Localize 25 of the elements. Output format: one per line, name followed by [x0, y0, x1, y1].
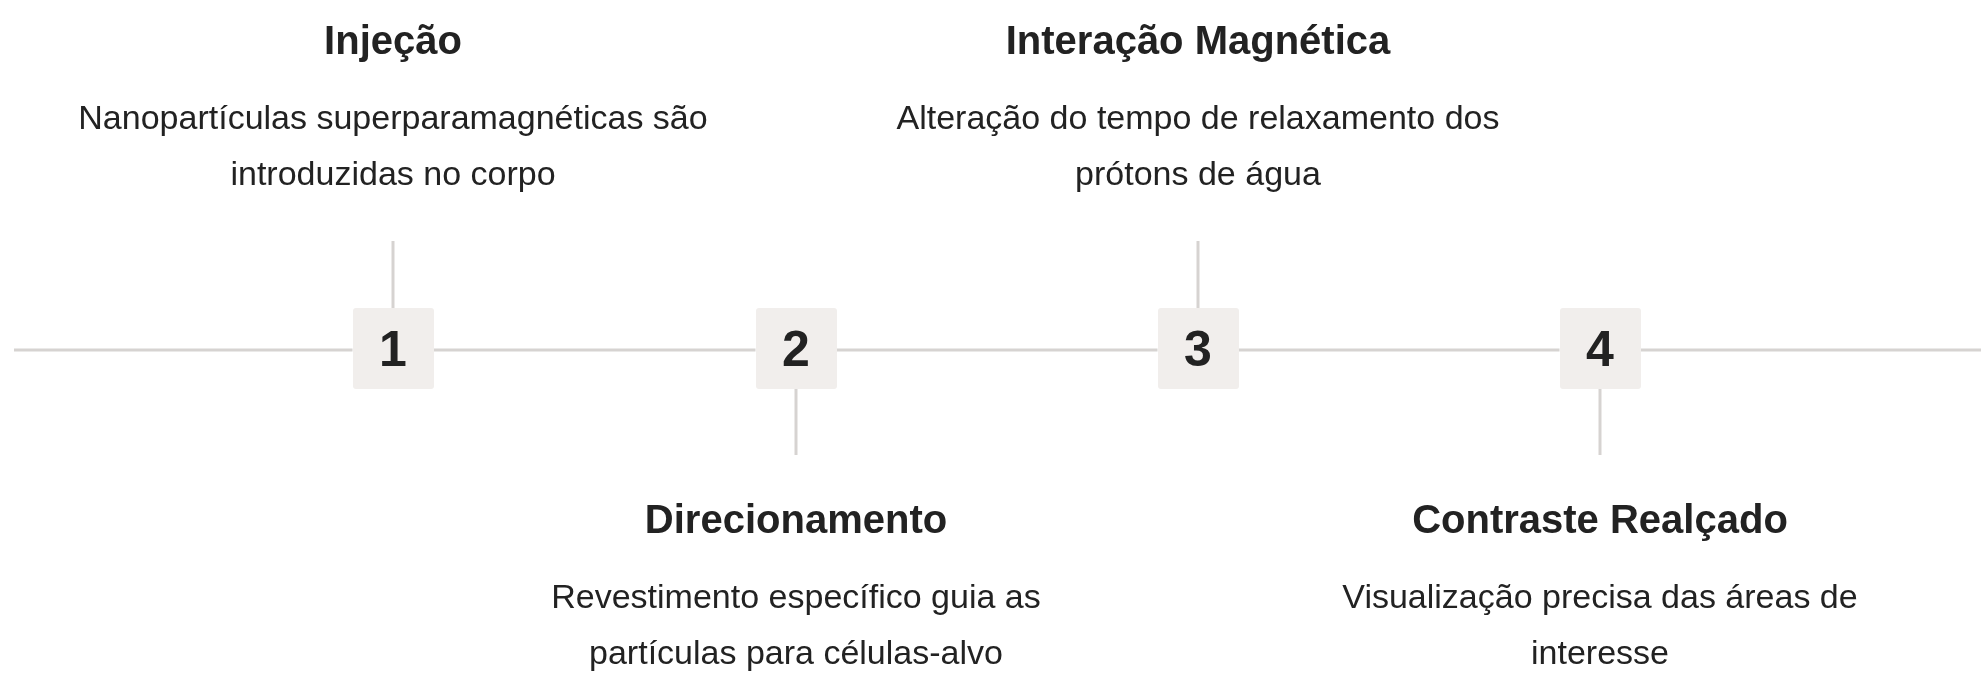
step-title: Contraste Realçado [1412, 496, 1788, 543]
step-number: 3 [1184, 323, 1212, 374]
step-number-box [755, 308, 837, 389]
step-number-box [1559, 308, 1641, 389]
connector-line [391, 241, 395, 308]
step-title: Injeção [324, 17, 462, 64]
connector-line [1598, 389, 1602, 455]
step-number: 1 [379, 323, 407, 374]
step-number-box [1157, 308, 1239, 389]
step-number: 4 [1586, 323, 1614, 374]
connector-line [836, 348, 1158, 352]
step-description: Alteração do tempo de relaxamento dos prótons de água [895, 97, 1501, 194]
step-description: Nanopartículas superparamagnéticas são introduzidas no corpo [77, 97, 709, 194]
connector-line [433, 348, 756, 352]
step-title: Direcionamento [644, 496, 948, 543]
step-description: Visualização precisa das áreas de interesse [1341, 576, 1859, 673]
step-number-box [352, 308, 434, 389]
connector-line [14, 348, 353, 352]
connector-line [794, 389, 798, 455]
step-title: Interação Magnética [1005, 17, 1391, 64]
step-number: 2 [782, 323, 810, 374]
step-description: Revestimento específico guia as partículas para células-alvo [550, 576, 1042, 673]
connector-line [1238, 348, 1560, 352]
connector-line [1196, 241, 1200, 308]
connector-line [1640, 348, 1981, 352]
